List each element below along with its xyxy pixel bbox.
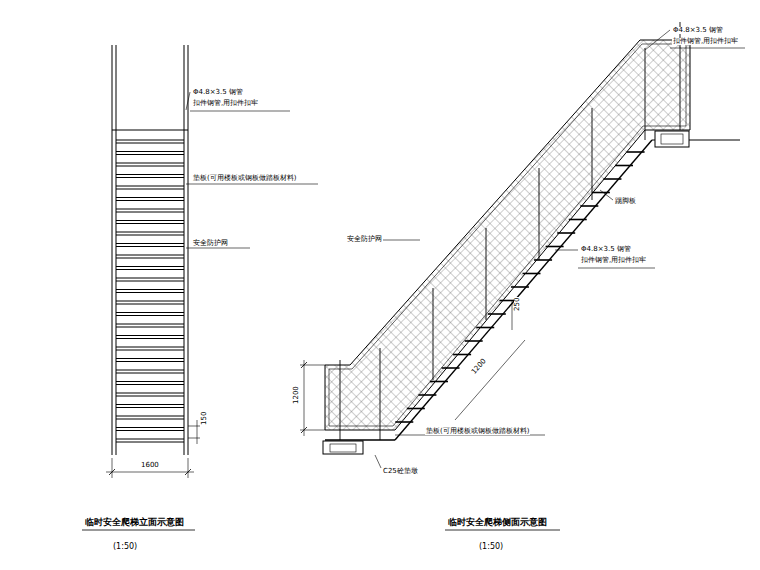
annotation-label: 1600: [140, 462, 160, 469]
annotation-label: 150: [201, 411, 208, 426]
annotation-label: C25砼垫墩: [382, 468, 419, 475]
figure-caption: 临时安全爬梯立面示意图: [84, 518, 185, 527]
annotation-label: 扣件钢管,用扣件扣牢: [672, 38, 739, 45]
side-elevation: [300, 22, 745, 530]
front-elevation: [82, 45, 318, 530]
annotation-label: 1200: [470, 357, 488, 377]
annotation-label: 扣件钢管,用扣件扣牢: [192, 100, 259, 107]
annotation-label: 扣件钢管,用扣件扣牢: [580, 257, 647, 264]
figure-caption: 临时安全爬梯侧面示意图: [447, 518, 548, 527]
annotation-label: 250: [514, 297, 521, 312]
annotation-label: Φ4.8×3.5 钢管: [580, 246, 632, 253]
annotation-label: 安全防护网: [346, 236, 383, 243]
figure-caption: (1:50): [478, 543, 504, 551]
annotation-label: Φ4.8×3.5 钢管: [192, 89, 244, 96]
annotation-label: 垫板(可用楼板或钢板做踏板材料): [192, 175, 297, 182]
annotation-label: 垫板(可用楼板或钢板做踏板材料): [425, 428, 530, 435]
annotation-label: 1200: [293, 385, 300, 405]
figure-caption: (1:50): [112, 543, 138, 551]
annotation-label: 踢脚板: [614, 198, 637, 205]
annotation-label: 安全防护网: [192, 240, 229, 247]
annotation-label: Φ4.8×3.5 钢管: [672, 27, 724, 34]
